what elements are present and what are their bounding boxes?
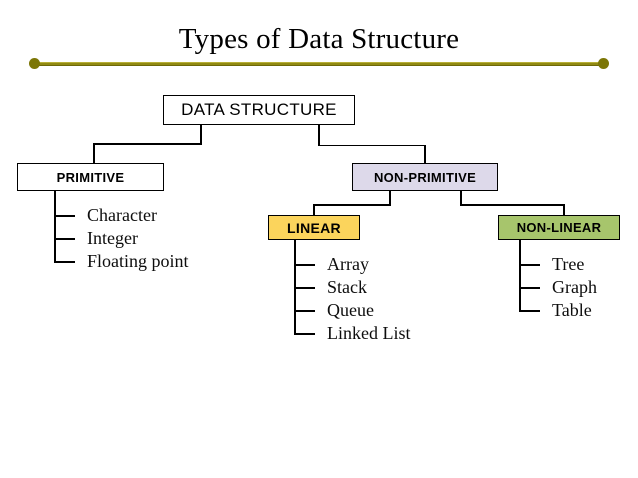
divider-dot-left-icon — [29, 58, 40, 69]
title-divider — [29, 58, 609, 70]
node-non-linear[interactable]: NON-LINEAR — [498, 215, 620, 240]
connector-nonprimitive-left-stub — [389, 191, 391, 206]
list-item[interactable]: Queue — [294, 299, 411, 322]
list-item[interactable]: Integer — [54, 227, 189, 250]
divider-dot-right-icon — [598, 58, 609, 69]
leaf-tick-icon — [54, 215, 75, 217]
connector-nonlinear-drop — [563, 204, 565, 216]
list-item[interactable]: Stack — [294, 276, 411, 299]
leaf-tick-icon — [54, 238, 75, 240]
connector-root-right-stub — [318, 125, 320, 146]
leaf-label: Floating point — [87, 251, 189, 271]
leaf-spine-primitive — [54, 204, 56, 262]
leaf-tick-icon — [294, 264, 315, 266]
node-non-primitive[interactable]: NON-PRIMITIVE — [352, 163, 498, 191]
leaf-label: Graph — [552, 277, 597, 297]
connector-primitive-leaf-stub — [54, 191, 56, 205]
leaf-tick-icon — [519, 287, 540, 289]
connector-nonprimitive-right-stub — [460, 191, 462, 206]
divider-line — [34, 62, 604, 66]
connector-root-left-stub — [200, 125, 202, 145]
leaf-label: Array — [327, 254, 369, 274]
leaf-label: Stack — [327, 277, 367, 297]
connector-linear-horizontal — [313, 204, 391, 206]
list-item[interactable]: Array — [294, 253, 411, 276]
leaf-label: Character — [87, 205, 157, 225]
node-data-structure[interactable]: DATA STRUCTURE — [163, 95, 355, 125]
list-item[interactable]: Table — [519, 299, 597, 322]
leaf-spine-linear — [294, 253, 296, 334]
node-linear[interactable]: LINEAR — [268, 215, 360, 240]
leaf-tick-icon — [294, 310, 315, 312]
leaf-label: Queue — [327, 300, 374, 320]
connector-nonprimitive-drop — [424, 144, 426, 164]
leaf-label: Integer — [87, 228, 138, 248]
connector-root-right-horizontal — [318, 144, 426, 147]
connector-nonlinear-leaf-stub — [519, 240, 521, 254]
list-item[interactable]: Tree — [519, 253, 597, 276]
leaf-tick-icon — [519, 264, 540, 266]
leaf-tick-icon — [519, 310, 540, 312]
connector-primitive-drop — [93, 143, 95, 164]
leaf-list-nonlinear: Tree Graph Table — [519, 253, 597, 322]
leaf-tick-icon — [294, 287, 315, 289]
node-primitive[interactable]: PRIMITIVE — [17, 163, 164, 191]
connector-root-left-horizontal — [93, 143, 201, 145]
leaf-tick-icon — [294, 333, 315, 335]
page-title: Types of Data Structure — [178, 23, 460, 55]
leaf-tick-icon — [54, 261, 75, 263]
connector-nonlinear-horizontal — [460, 204, 565, 206]
list-item[interactable]: Linked List — [294, 322, 411, 345]
leaf-spine-nonlinear — [519, 253, 521, 311]
list-item[interactable]: Graph — [519, 276, 597, 299]
connector-linear-drop — [313, 204, 315, 216]
list-item[interactable]: Floating point — [54, 250, 189, 273]
leaf-list-primitive: Character Integer Floating point — [54, 204, 189, 273]
leaf-label: Table — [552, 300, 592, 320]
leaf-list-linear: Array Stack Queue Linked List — [294, 253, 411, 345]
connector-linear-leaf-stub — [294, 240, 296, 254]
leaf-label: Linked List — [327, 323, 411, 343]
list-item[interactable]: Character — [54, 204, 189, 227]
leaf-label: Tree — [552, 254, 585, 274]
